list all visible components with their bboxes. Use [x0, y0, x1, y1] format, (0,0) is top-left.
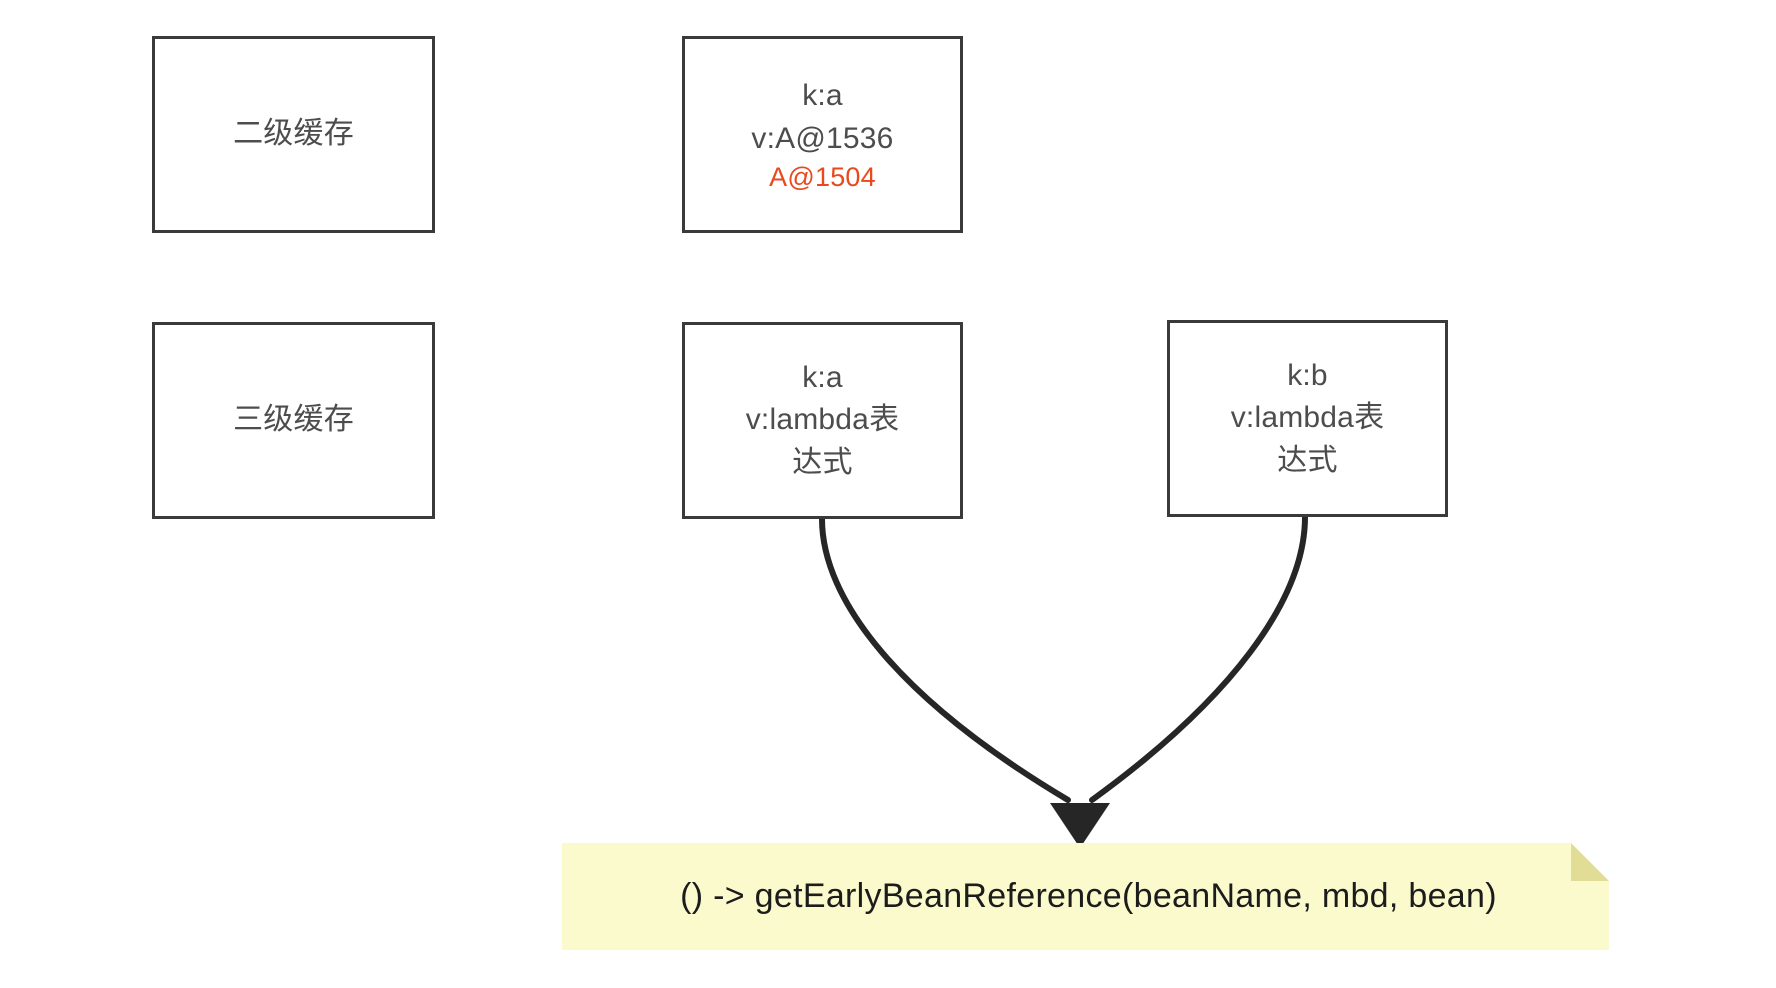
box-l3-entry-a-value-line2: 达式 [792, 445, 853, 479]
box-l3-entry-a-key: k:a [802, 360, 843, 394]
box-l3-entry-b-value-line1: v:lambda表 [1230, 401, 1385, 435]
box-l2-entry-a-value: v:A@1536 [751, 122, 894, 156]
box-l3-entry-b-key: k:b [1287, 358, 1328, 392]
box-l2-entry-a-highlight: A@1504 [769, 161, 876, 192]
sticky-note-text: () -> getEarlyBeanReference(beanName, mb… [680, 877, 1497, 915]
box-l3-entry-a[interactable]: k:a v:lambda表 达式 [682, 322, 963, 519]
sticky-note[interactable]: () -> getEarlyBeanReference(beanName, mb… [562, 843, 1609, 950]
box-l3-entry-a-value-line1: v:lambda表 [745, 403, 900, 437]
box-l3-cache-label: 三级缓存 [233, 403, 354, 437]
box-l3-entry-b[interactable]: k:b v:lambda表 达式 [1167, 320, 1448, 517]
box-l2-cache-label: 二级缓存 [233, 117, 354, 151]
box-l3-entry-b-value-line2: 达式 [1277, 443, 1338, 477]
sticky-note-body [562, 843, 1609, 950]
box-l2-cache[interactable]: 二级缓存 [152, 36, 435, 233]
connector-from-l3-entry-b [1089, 514, 1308, 803]
box-l3-cache[interactable]: 三级缓存 [152, 322, 435, 519]
connector-from-l3-entry-a [819, 516, 1071, 803]
connector-arrowhead-icon [1050, 803, 1110, 848]
box-l2-entry-a-key: k:a [802, 79, 843, 113]
box-l2-entry-a[interactable]: k:a v:A@1536 A@1504 [682, 36, 963, 233]
